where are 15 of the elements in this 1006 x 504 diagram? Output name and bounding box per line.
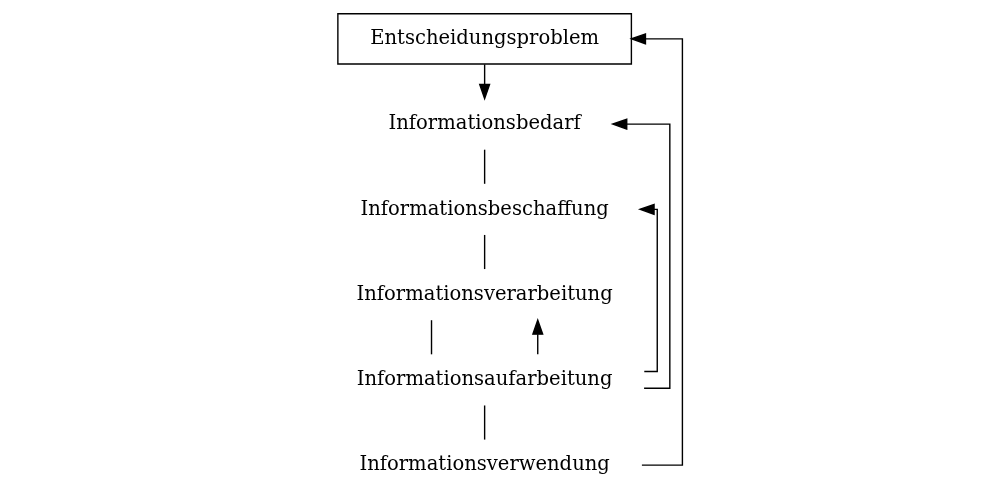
node-text: Informationsbedarf	[388, 111, 581, 135]
node-text: Informationsbeschaffung	[360, 196, 609, 220]
connector	[483, 234, 485, 270]
connector	[483, 149, 485, 185]
node-text: Informationsverwendung	[358, 452, 610, 476]
arrow	[637, 203, 658, 373]
connector	[483, 404, 485, 441]
arrow	[628, 32, 683, 466]
node-text: Informationsverarbeitung	[356, 281, 613, 305]
node-text: Informationsaufarbeitung	[356, 367, 612, 391]
arrow	[610, 118, 671, 389]
node-box: Entscheidungsproblem	[336, 13, 632, 65]
connector	[430, 319, 432, 356]
arrow	[531, 318, 544, 355]
arrow	[478, 63, 490, 101]
